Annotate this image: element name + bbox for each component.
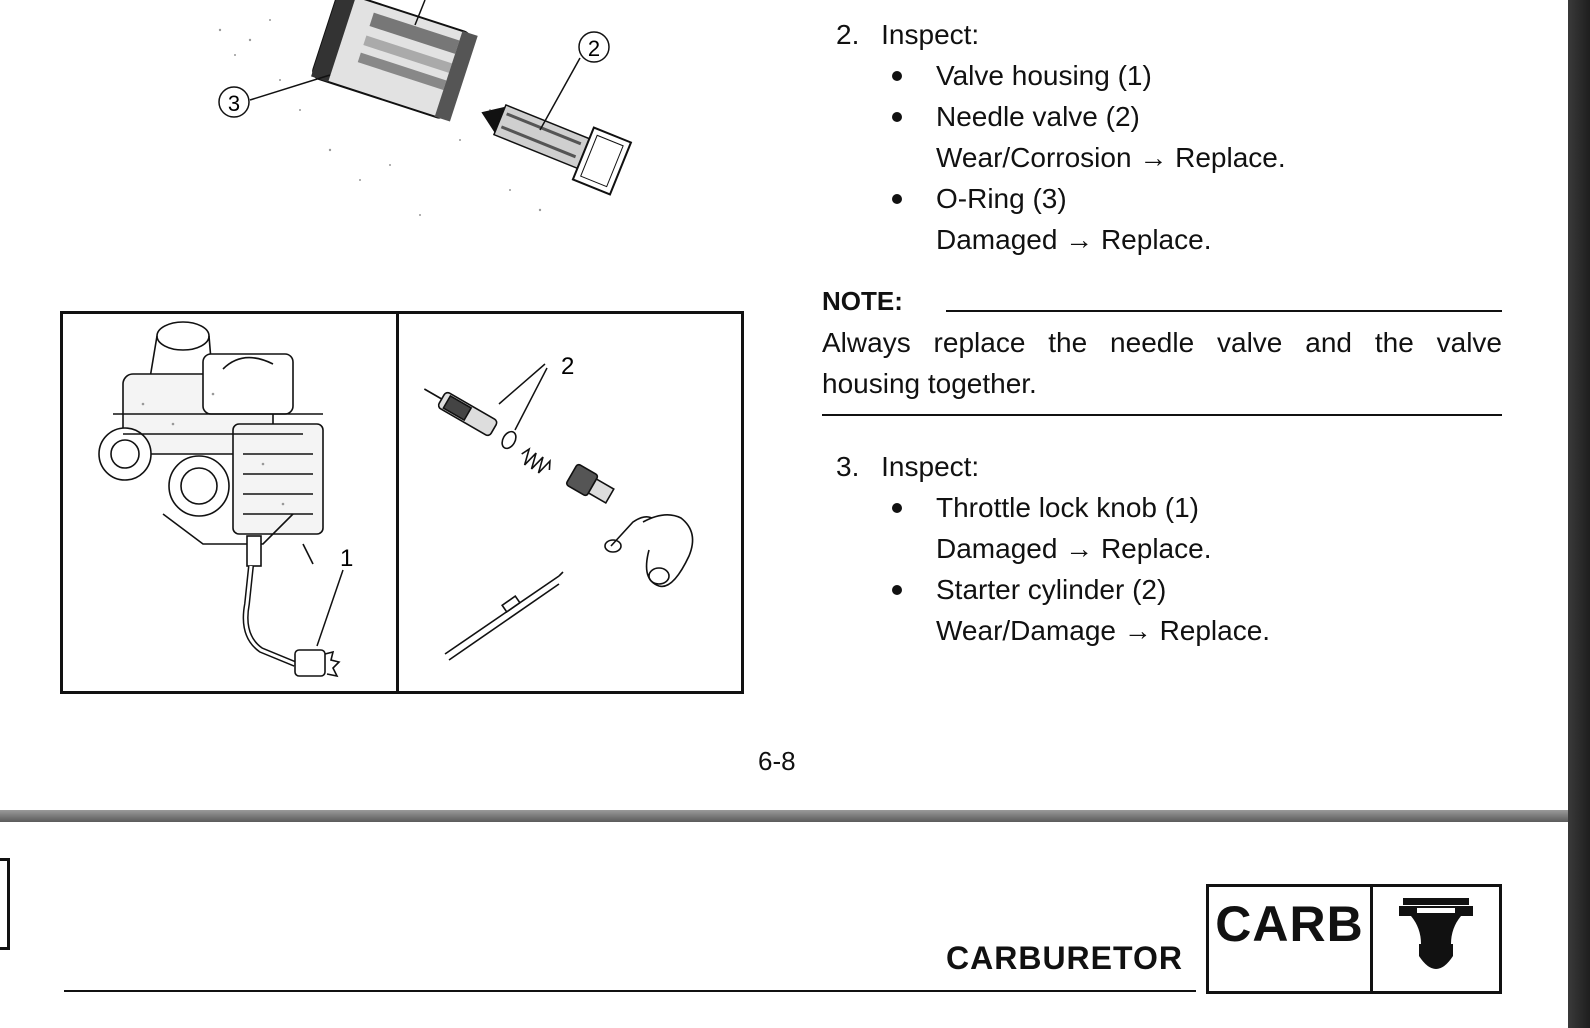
callout-2: 2 bbox=[578, 31, 610, 63]
carburetor-assembly-illustration: 1 bbox=[98, 321, 353, 678]
inspect-item-label: O-Ring (3) bbox=[936, 183, 1067, 214]
inspect-item-detail: Wear/Corrosion → Replace. bbox=[936, 142, 1286, 173]
page-number: 6-8 bbox=[758, 746, 796, 776]
svg-text:3: 3 bbox=[228, 91, 240, 116]
bullet-icon bbox=[892, 585, 902, 595]
inspect-item-label: Valve housing (1) bbox=[936, 60, 1152, 91]
valve-housing-illustration: 3 2 bbox=[218, 0, 633, 216]
note-text: Always replace the needle valve and the … bbox=[822, 327, 1502, 399]
inspect-item-detail: Wear/Damage → Replace. bbox=[936, 615, 1271, 646]
figure-divider bbox=[396, 311, 399, 694]
note-bottom-rule bbox=[822, 414, 1502, 416]
section-title: CARBURETOR bbox=[946, 940, 1183, 976]
inspect-item-detail: Damaged → Replace. bbox=[936, 533, 1212, 564]
step-action: Inspect: bbox=[881, 451, 980, 482]
section-badge: CARB bbox=[1206, 884, 1502, 994]
callout-3: 3 bbox=[218, 86, 250, 118]
inspect-item-label: Throttle lock knob (1) bbox=[936, 492, 1199, 523]
bullet-icon bbox=[892, 503, 902, 513]
inspect-item-detail: Damaged → Replace. bbox=[936, 224, 1212, 255]
badge-label: CARB bbox=[1209, 887, 1373, 991]
step-action: Inspect: bbox=[881, 19, 980, 50]
manual-page-upper: 3 2 2. Inspect: Valve housing (1) Needle… bbox=[0, 0, 1568, 810]
bullet-icon bbox=[892, 71, 902, 81]
step-2-heading: 2. Inspect: bbox=[836, 14, 979, 55]
step-3-heading: 3. Inspect: bbox=[836, 446, 979, 487]
note-title-rule bbox=[946, 310, 1502, 312]
callout-2: 2 bbox=[561, 353, 574, 380]
note-title: NOTE: bbox=[822, 286, 903, 316]
inspect-item-label: Starter cylinder (2) bbox=[936, 574, 1167, 605]
step-number: 3. bbox=[836, 451, 860, 482]
page-separator bbox=[0, 810, 1568, 822]
viewer-edge bbox=[1568, 0, 1590, 1028]
bullet-icon bbox=[892, 112, 902, 122]
header-rule bbox=[64, 990, 1196, 992]
step-number: 2. bbox=[836, 19, 860, 50]
callout-1: 1 bbox=[340, 545, 353, 572]
bullet-icon bbox=[892, 194, 902, 204]
margin-bracket bbox=[0, 858, 10, 950]
figure-frame bbox=[60, 311, 744, 694]
starter-parts-illustration: 2 bbox=[423, 353, 694, 661]
svg-text:2: 2 bbox=[588, 36, 600, 61]
carburetor-icon bbox=[1373, 887, 1499, 991]
inspect-item-label: Needle valve (2) bbox=[936, 101, 1140, 132]
